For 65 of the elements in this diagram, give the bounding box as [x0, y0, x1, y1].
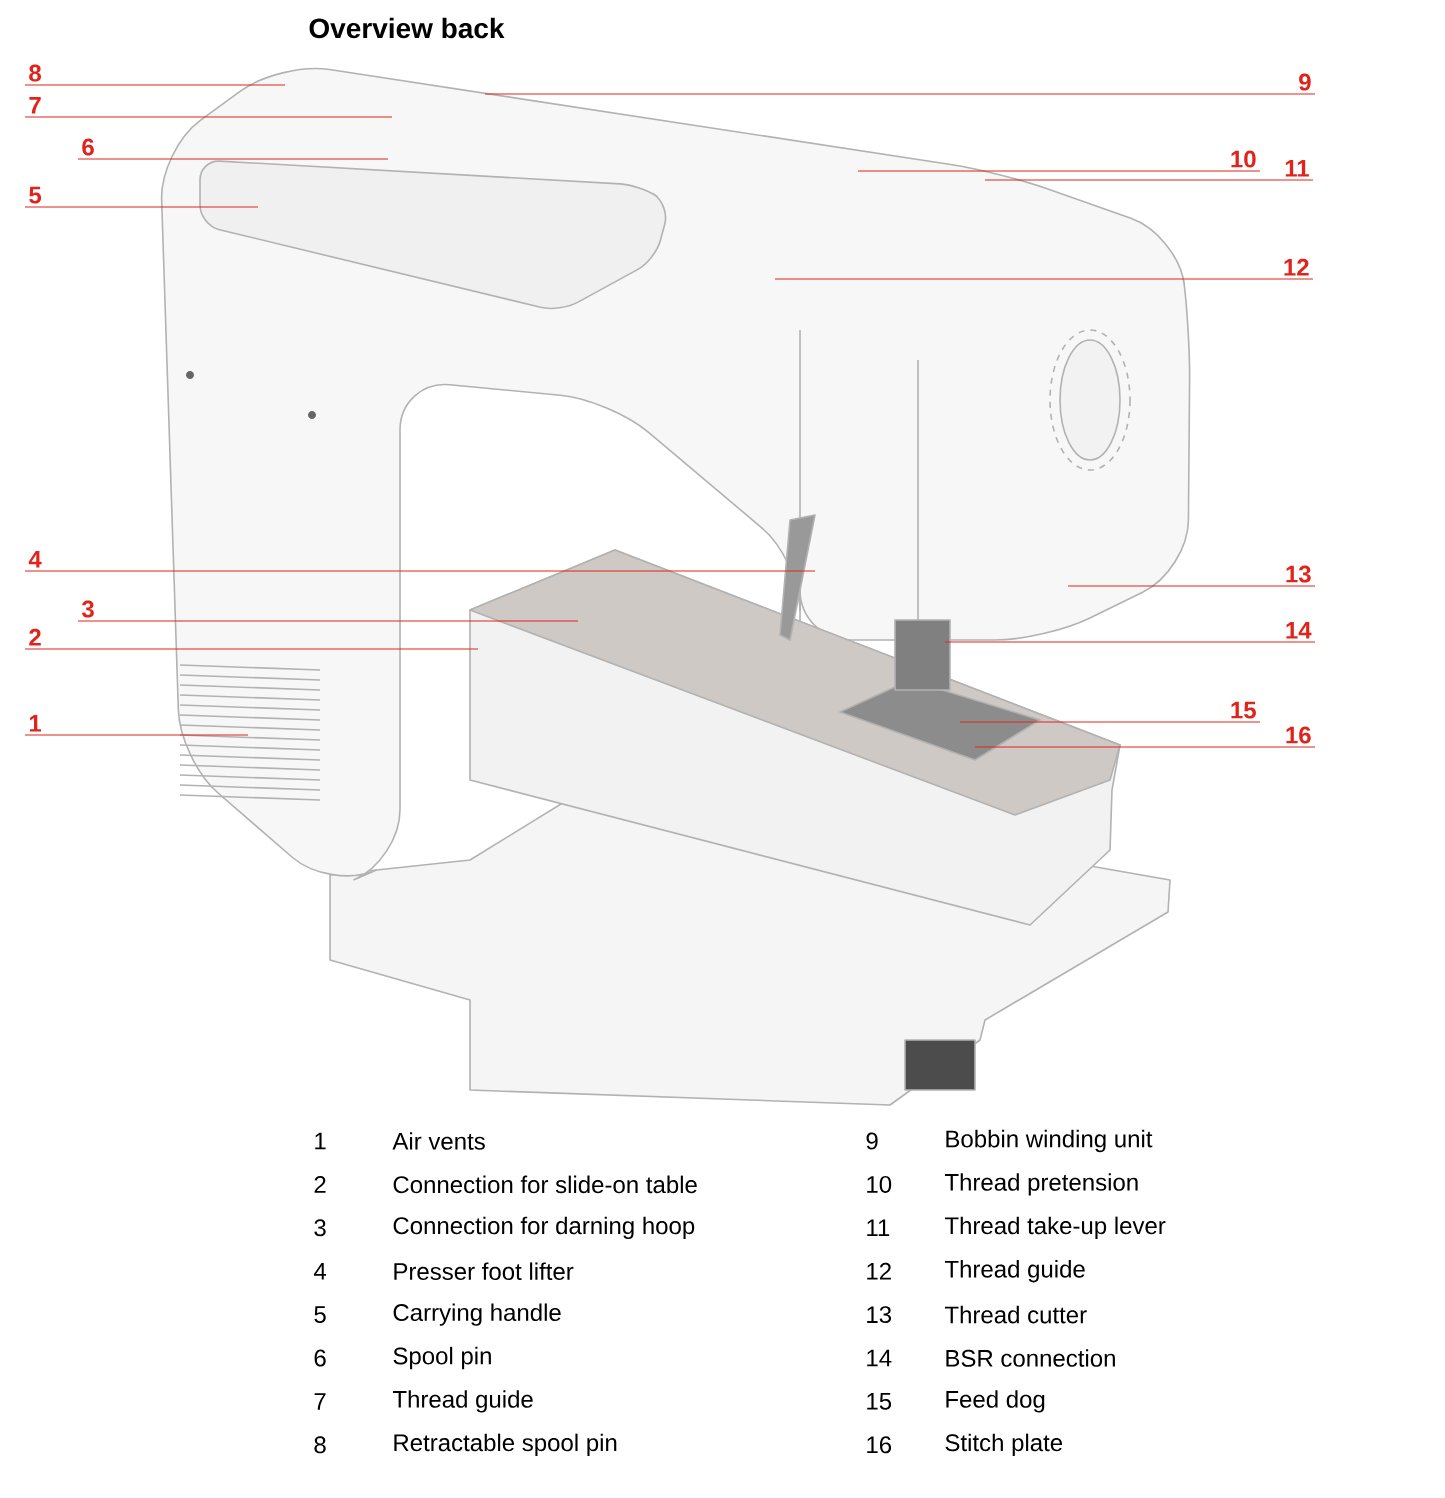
callout-number: 8 — [29, 64, 41, 82]
legend-text: Spool pin — [393, 1346, 491, 1370]
legend-number: 4 — [313, 1262, 327, 1280]
callout-number: 12 — [1284, 258, 1309, 276]
callout-number: 13 — [1286, 565, 1311, 583]
legend-number: 14 — [867, 1349, 892, 1367]
legend-number: 1 — [315, 1132, 326, 1150]
legend-number: 8 — [314, 1436, 326, 1454]
leader-line — [984, 179, 1314, 181]
legend-text: BSR connection — [946, 1349, 1115, 1367]
title: Overview back — [309, 17, 505, 39]
legend-text: Thread pretension — [944, 1173, 1138, 1196]
leader-line — [959, 721, 1261, 723]
legend-number: 13 — [867, 1306, 892, 1324]
legend-number: 12 — [867, 1262, 891, 1280]
legend-text: Presser foot lifter — [394, 1262, 574, 1280]
legend-number: 5 — [314, 1306, 326, 1323]
leader-line — [857, 170, 1261, 172]
leader-line — [24, 648, 479, 650]
legend-number: 2 — [314, 1176, 326, 1193]
callout-number: 3 — [81, 600, 94, 618]
legend-text: Stitch plate — [945, 1433, 1063, 1456]
leader-line — [24, 206, 259, 208]
legend-number: 16 — [867, 1436, 892, 1454]
legend-text: Thread guide — [392, 1390, 533, 1413]
legend-number: 10 — [867, 1175, 892, 1193]
legend-number: 3 — [314, 1219, 326, 1237]
callout-number: 5 — [29, 186, 42, 204]
legend-text: Carrying handle — [393, 1303, 561, 1326]
leader-line — [484, 93, 1316, 95]
callout-number: 16 — [1286, 726, 1311, 744]
leader-line — [77, 158, 389, 160]
legend-text: Feed dog — [946, 1390, 1045, 1413]
legend-text: Air vents — [392, 1132, 485, 1150]
callout-number: 14 — [1286, 622, 1312, 639]
legend-number: 9 — [866, 1132, 878, 1150]
legend-number: 15 — [867, 1393, 892, 1410]
leader-line — [24, 570, 816, 572]
callout-number: 2 — [29, 628, 41, 646]
callout-number: 7 — [29, 97, 41, 114]
leader-line — [774, 278, 1314, 280]
callout-number: 9 — [1299, 73, 1311, 91]
leader-line — [24, 734, 249, 736]
leader-line — [24, 84, 286, 86]
leader-line — [77, 620, 579, 622]
legend-number: 6 — [314, 1349, 326, 1367]
legend-text: Thread take-up lever — [944, 1216, 1166, 1239]
leader-line — [974, 746, 1316, 748]
legend-text: Thread cutter — [944, 1305, 1087, 1324]
leader-line — [24, 116, 393, 118]
leader-line — [1067, 585, 1316, 587]
legend-text: Thread guide — [944, 1260, 1085, 1283]
legend-number: 7 — [314, 1393, 326, 1410]
legend-number: 11 — [867, 1219, 890, 1237]
callout-number: 4 — [28, 551, 42, 568]
leader-line — [944, 641, 1316, 643]
callout-number: 6 — [82, 138, 94, 156]
legend-text: Connection for darning hoop — [393, 1216, 695, 1239]
callout-number: 10 — [1231, 150, 1256, 168]
legend-text: Retractable spool pin — [394, 1433, 617, 1456]
callout-number: 1 — [29, 715, 42, 732]
callout-number: 11 — [1285, 160, 1309, 177]
legend-text: Connection for slide-on table — [393, 1175, 697, 1194]
legend-text: Bobbin winding unit — [946, 1129, 1153, 1153]
callout-number: 15 — [1231, 701, 1256, 719]
